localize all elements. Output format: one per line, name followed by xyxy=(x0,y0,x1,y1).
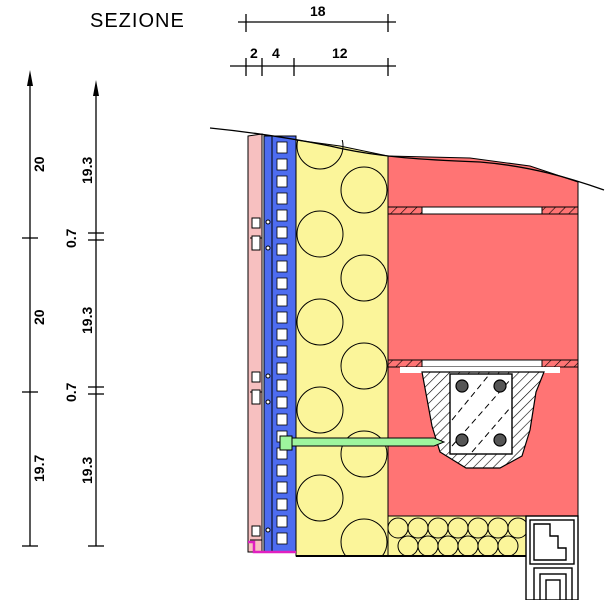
window-frame xyxy=(525,515,579,600)
dim-outer-2-label: 20 xyxy=(31,309,47,325)
batten-square xyxy=(276,175,288,188)
batten-square xyxy=(276,498,288,511)
slab-upper xyxy=(387,206,579,215)
left-dimension-outer xyxy=(22,70,38,547)
cladding-clips xyxy=(251,217,271,537)
break-line xyxy=(209,127,605,191)
base-flashing xyxy=(248,540,296,554)
batten-square xyxy=(276,362,288,375)
dim-inner-3-label: 19.3 xyxy=(79,307,95,334)
top-dimension-total xyxy=(238,14,396,32)
left-dimension-inner xyxy=(88,80,104,547)
batten-square xyxy=(276,311,288,324)
batten-square xyxy=(276,277,288,290)
batten-square xyxy=(276,294,288,307)
batten-square xyxy=(276,413,288,426)
dim-outer-3-label: 19.7 xyxy=(31,455,47,482)
batten-layer xyxy=(263,135,297,553)
dim-part-3-label: 12 xyxy=(332,45,348,61)
batten-square xyxy=(276,532,288,545)
bottom-insulation-strip xyxy=(387,515,527,557)
anchor-bolt xyxy=(279,435,446,451)
batten-square xyxy=(276,396,288,409)
batten-square xyxy=(276,243,288,256)
batten-square xyxy=(276,209,288,222)
batten-square xyxy=(276,192,288,205)
dim-outer-1-label: 20 xyxy=(31,156,47,172)
dim-inner-2-label: 0.7 xyxy=(63,228,79,248)
batten-square xyxy=(276,260,288,273)
cladding-panels xyxy=(247,133,263,553)
dim-inner-1-label: 19.3 xyxy=(79,157,95,184)
batten-square xyxy=(276,158,288,171)
batten-square xyxy=(276,379,288,392)
dim-part-1-label: 2 xyxy=(250,45,258,61)
dim-inner-5-label: 19.3 xyxy=(79,457,95,484)
dim-total-label: 18 xyxy=(310,3,326,19)
top-dimension-parts xyxy=(230,58,396,76)
batten-square xyxy=(276,328,288,341)
insulation-layer xyxy=(295,139,389,557)
dim-part-2-label: 4 xyxy=(272,45,280,61)
batten-square xyxy=(276,464,288,477)
slab-lower xyxy=(387,359,579,373)
dim-inner-4-label: 0.7 xyxy=(63,382,79,402)
batten-square xyxy=(276,515,288,528)
section-title: SEZIONE xyxy=(90,10,185,32)
batten-square xyxy=(276,141,288,154)
batten-square xyxy=(276,345,288,358)
batten-square xyxy=(276,481,288,494)
batten-square xyxy=(276,226,288,239)
masonry-wall xyxy=(387,155,579,557)
